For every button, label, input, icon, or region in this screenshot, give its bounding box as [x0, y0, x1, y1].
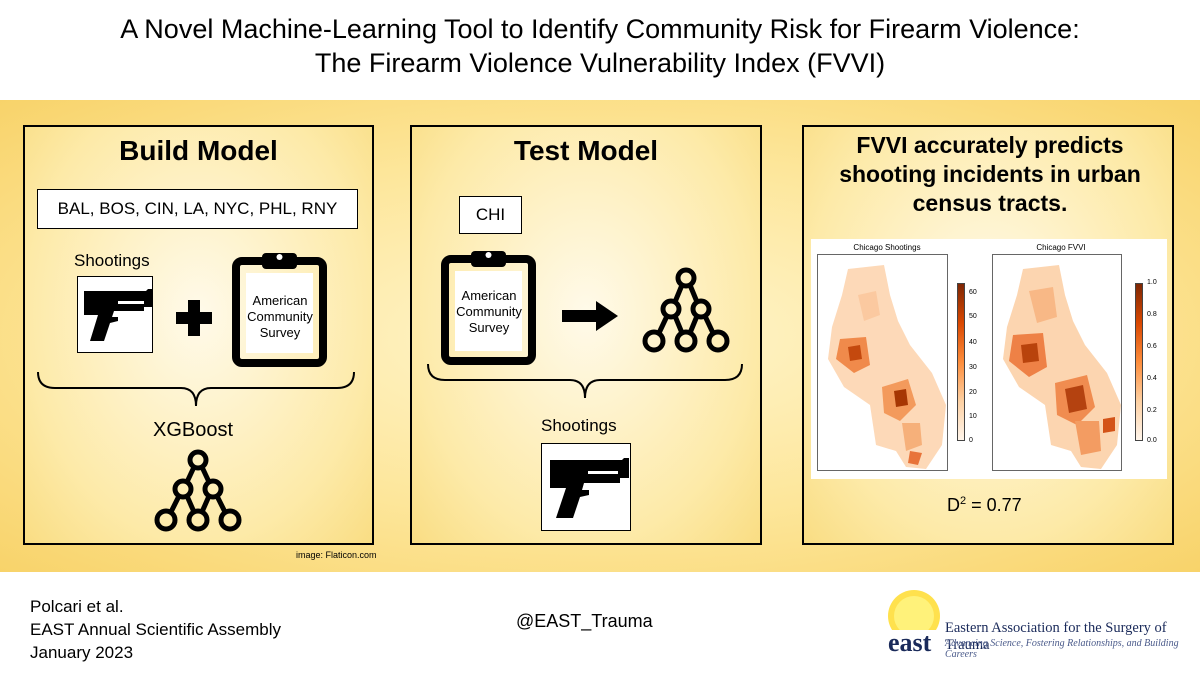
map-title-fvvi: Chicago FVVI	[1036, 243, 1086, 252]
d-squared-stat: D2 = 0.77	[947, 495, 1022, 515]
xgboost-label: XGBoost	[153, 419, 234, 441]
colorbar-tick: 1.0	[1147, 279, 1157, 286]
header: A Novel Machine-Learning Tool to Identif…	[0, 0, 1200, 100]
image-credit: image: Flaticon.com	[296, 550, 377, 560]
clipboard-icon	[232, 247, 327, 367]
test-bracket	[425, 362, 745, 402]
citation: Polcari et al. EAST Annual Scientific As…	[30, 595, 281, 664]
colorbar-tick: 0.4	[1147, 375, 1157, 382]
title-line-1: A Novel Machine-Learning Tool to Identif…	[120, 14, 1080, 44]
colorbar-tick: 0	[969, 437, 973, 444]
east-logo-word: east	[888, 628, 932, 657]
build-model-title: Build Model	[119, 135, 278, 166]
gun-icon-box	[77, 276, 153, 353]
citation-author: Polcari et al.	[30, 597, 124, 616]
colorbar-tick: 0.6	[1147, 343, 1157, 350]
gun-icon	[550, 458, 629, 518]
map-shootings	[817, 254, 948, 471]
test-city-box: CHI	[459, 196, 522, 234]
twitter-handle: @EAST_Trauma	[516, 611, 653, 631]
test-shootings-label: Shootings	[541, 416, 617, 435]
title-line-2: The Firearm Violence Vulnerability Index…	[314, 48, 886, 78]
gun-icon-box	[541, 443, 631, 531]
build-survey-label: American Community Survey	[247, 293, 313, 340]
citation-meeting: EAST Annual Scientific Assembly	[30, 620, 282, 639]
colorbar-tick: 0.2	[1147, 407, 1157, 414]
colorbar-tick: 50	[969, 313, 977, 320]
citation-date: January 2023	[30, 643, 134, 662]
training-cities-label: BAL, BOS, CIN, LA, NYC, PHL, RNY	[57, 199, 338, 218]
result-statement: FVVI accurately predicts shooting incide…	[839, 132, 1141, 216]
colorbar-tick: 20	[969, 389, 977, 396]
map-title-shootings: Chicago Shootings	[853, 243, 921, 252]
map-fvvi	[992, 254, 1122, 471]
chicago-maps-figure: Chicago Shootings Chicago FVVI 60 50 40 …	[811, 239, 1167, 479]
build-shootings-label: Shootings	[74, 251, 150, 270]
test-model-title: Test Model	[513, 135, 659, 166]
tree-model-icon	[152, 448, 244, 532]
east-org-name: Eastern Association for the Surgery of T…	[945, 620, 1167, 653]
colorbar-tick: 0.0	[1147, 437, 1157, 444]
training-cities-box: BAL, BOS, CIN, LA, NYC, PHL, RNY	[37, 189, 358, 229]
east-tagline: Advancing Science, Fostering Relationshi…	[945, 638, 1179, 660]
test-city-label: CHI	[475, 205, 506, 224]
colorbar-tick: 30	[969, 364, 977, 371]
build-bracket	[35, 370, 357, 410]
colorbar-tick: 10	[969, 413, 977, 420]
tree-model-icon	[640, 266, 732, 354]
test-survey-label: American Community Survey	[456, 288, 522, 335]
colorbar-tick: 40	[969, 339, 977, 346]
arrow-right-icon	[560, 298, 620, 334]
colorbar-shootings	[957, 283, 965, 441]
plus-icon	[172, 298, 216, 338]
east-sun-logo-icon	[886, 586, 942, 642]
clipboard-icon	[441, 245, 536, 365]
colorbar-tick: 0.8	[1147, 311, 1157, 318]
gun-icon	[84, 289, 152, 341]
colorbar-fvvi	[1135, 283, 1143, 441]
colorbar-tick: 60	[969, 289, 977, 296]
